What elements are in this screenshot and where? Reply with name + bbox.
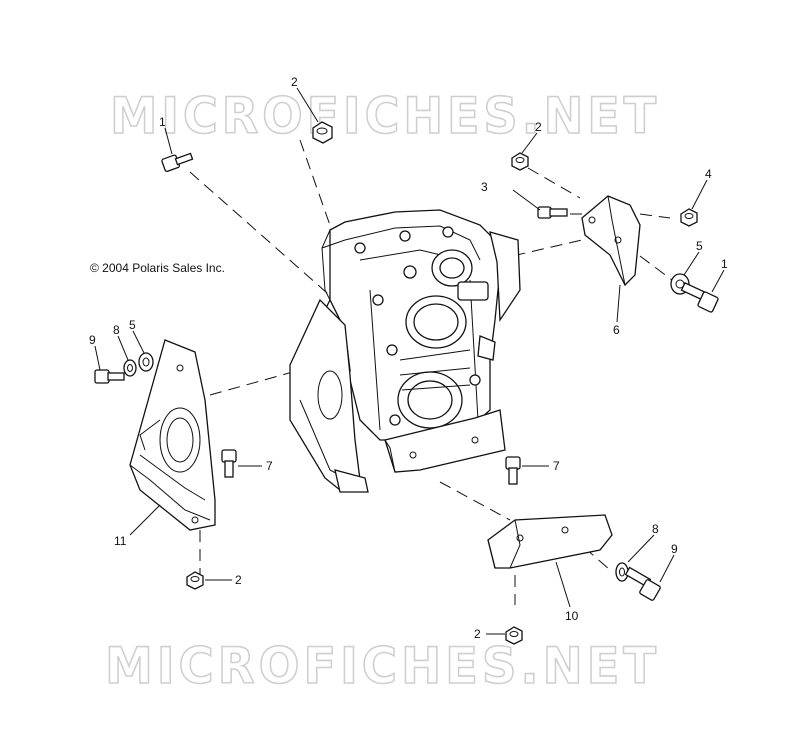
callout-label: 5 xyxy=(696,239,703,253)
callout-label: 2 xyxy=(474,627,481,641)
bracket-item-11 xyxy=(129,339,216,531)
callout-label: 11 xyxy=(114,534,127,548)
callout-labels: 2 1 2 3 4 5 1 6 9 8 5 7 7 11 8 9 2 10 2 xyxy=(89,75,728,641)
watermark-bottom: MICROFICHES.NET xyxy=(105,637,660,695)
callout-label: 1 xyxy=(159,115,166,129)
callout-label: 9 xyxy=(89,333,96,347)
callout-label: 2 xyxy=(291,75,298,89)
bolt-3 xyxy=(537,206,568,219)
washer-5-left xyxy=(138,352,154,372)
nut-2-bottom xyxy=(505,626,523,645)
bolt-9-left xyxy=(94,369,125,384)
callout-label: 5 xyxy=(129,318,136,332)
lockwasher-8-left xyxy=(123,359,137,377)
left-mount-bracket xyxy=(289,298,369,493)
callout-label: 10 xyxy=(565,609,579,623)
callout-label: 2 xyxy=(535,120,542,134)
bolt-7-left xyxy=(221,449,237,478)
callout-label: 8 xyxy=(113,323,120,337)
nut-4 xyxy=(680,208,698,227)
bracket-item-10 xyxy=(487,514,613,569)
nut-2-bottom-left xyxy=(186,571,204,590)
watermark-top: MICROFICHES.NET xyxy=(110,87,660,145)
callout-label: 8 xyxy=(652,522,659,536)
nut-2-top xyxy=(312,121,333,144)
copyright-text: © 2004 Polaris Sales Inc. xyxy=(90,261,225,275)
callout-label: 9 xyxy=(671,542,678,556)
callout-label: 2 xyxy=(235,573,242,587)
callout-label: 3 xyxy=(481,180,488,194)
lower-skid-bracket xyxy=(384,409,506,473)
callout-label: 1 xyxy=(721,257,728,271)
transmission-housing xyxy=(319,209,521,441)
bolt-1-right xyxy=(680,282,719,313)
bolt-1-top xyxy=(161,152,194,173)
callout-label: 4 xyxy=(705,167,712,181)
callout-label: 7 xyxy=(266,459,273,473)
nut-2-right xyxy=(511,152,529,171)
bracket-item-6 xyxy=(581,195,641,287)
bolt-9-right xyxy=(624,566,661,601)
callout-label: 6 xyxy=(613,323,620,337)
leader-lines xyxy=(94,87,725,635)
bolt-7-right xyxy=(505,456,521,485)
lockwasher-8-right xyxy=(615,562,629,582)
fasteners xyxy=(94,121,719,645)
callout-label: 7 xyxy=(553,459,560,473)
